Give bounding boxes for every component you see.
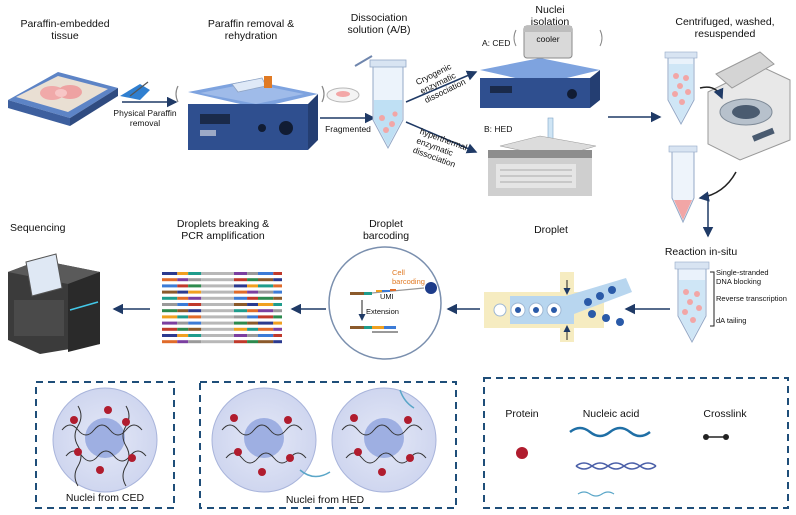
step-8-label: Droplet barcoding [362, 218, 410, 242]
dissociation-tube-icon [369, 59, 407, 150]
arrow-ced [405, 70, 478, 103]
arrow-out-centrifuge [698, 171, 737, 202]
shaker-device-icon [175, 76, 325, 150]
sample-tube-1-icon [664, 51, 698, 126]
legend-panel [483, 377, 789, 509]
ced-shaker-icon [480, 25, 603, 108]
cooler-label: cooler [536, 34, 560, 44]
legend-crosslink-label: Crosslink [703, 408, 747, 420]
reaction-step-2: Reverse transcription [716, 294, 787, 303]
hed-heater-icon [488, 117, 597, 196]
hed-nucleus-panel [199, 381, 457, 509]
hed-caption: Nuclei from HED [285, 494, 365, 506]
hed-label: B: HED [484, 124, 513, 134]
ced-nucleus-panel [35, 381, 175, 509]
reaction-step-1: Single-stranded DNA blocking [716, 268, 769, 286]
step-10-label: Sequencing [10, 222, 66, 234]
barcoding-droplet-icon [328, 246, 442, 360]
reaction-step-3: dA tailing [716, 316, 747, 325]
arrow-hed [405, 121, 478, 154]
ced-label: A: CED [482, 38, 511, 48]
legend-protein-label: Protein [505, 408, 539, 420]
crosslink-icon [703, 434, 729, 440]
step-3-label: Dissociation solution (A/B) [347, 12, 411, 36]
reaction-tube-icon [674, 261, 715, 344]
tissue-slide-icon [8, 72, 118, 126]
umi-label: UMI [380, 292, 394, 301]
cell-barcoding-label: Cell barcoding [392, 268, 425, 286]
step-7-label: Droplet [534, 224, 568, 236]
step-5-label: Centrifuged, washed, resuspended [675, 16, 775, 40]
step-2-label: Paraffin removal & rehydration [207, 18, 295, 42]
protein-icon [516, 447, 528, 459]
gloved-hand-icon [120, 81, 150, 100]
centrifuge-icon [707, 51, 791, 161]
step-6-label: Reaction in-situ [664, 246, 738, 258]
fragmented-label: Fragmented [325, 124, 371, 134]
sample-tube-2-icon [668, 145, 698, 224]
nucleic-acid-icon [569, 426, 651, 438]
ced-caption: Nuclei from CED [65, 492, 145, 504]
physical-removal-label: Physical Paraffin removal [113, 108, 177, 128]
arrow-into-centrifuge [699, 86, 724, 100]
petri-dish-icon [326, 55, 373, 103]
sequencer-icon [8, 253, 100, 354]
step-4-label: Nuclei isolation [530, 4, 570, 28]
pcr-fragments-icon [162, 272, 282, 344]
extension-label: Extension [366, 307, 399, 316]
legend-nucleic-acid-label: Nucleic acid [582, 408, 640, 420]
step-1-label: Paraffin-embedded tissue [20, 18, 110, 42]
step-9-label: Droplets breaking & PCR amplification [176, 218, 270, 242]
droplet-chip-icon [484, 272, 632, 342]
